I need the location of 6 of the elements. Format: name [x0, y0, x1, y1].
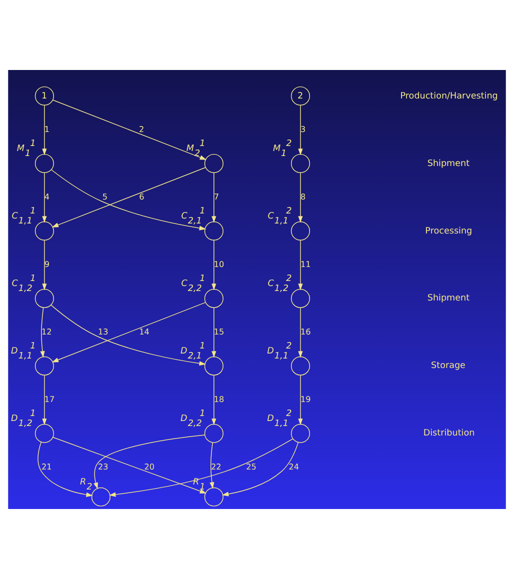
label: Shipment — [427, 293, 470, 304]
label: Shipment — [427, 158, 470, 168]
label: Production/Harvesting — [400, 90, 498, 101]
label: Storage — [431, 360, 466, 371]
label: Processing — [425, 226, 472, 236]
label: Distribution — [423, 428, 475, 438]
